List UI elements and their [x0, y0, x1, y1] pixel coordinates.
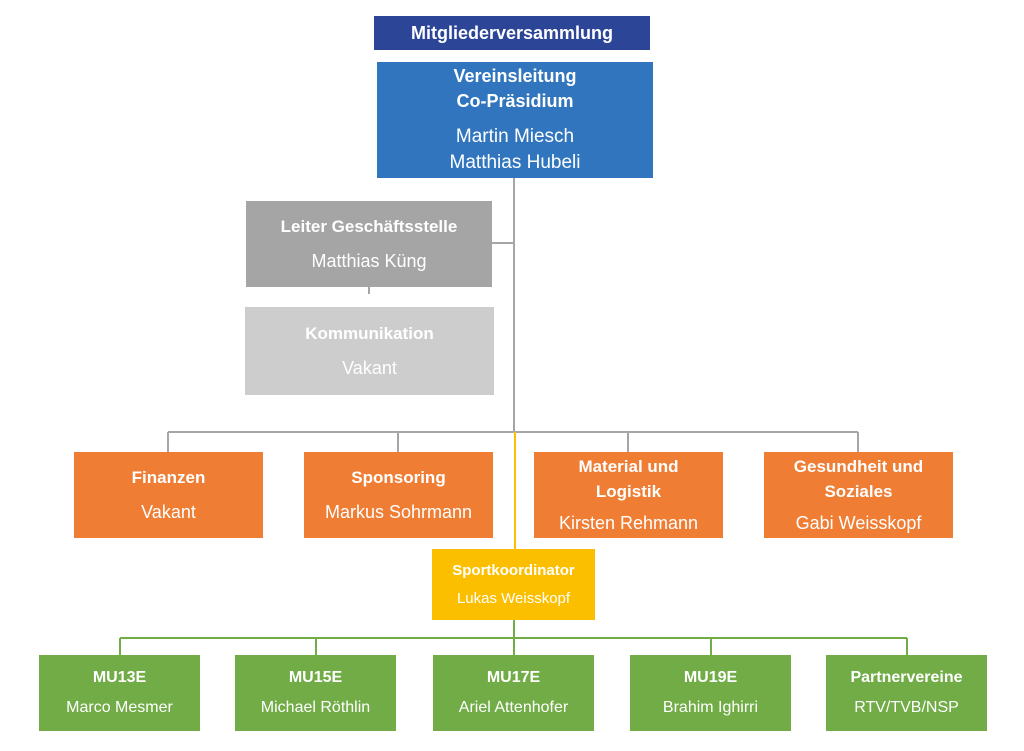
team-name: Marco Mesmer: [66, 699, 173, 716]
leadership-name-1: Martin Miesch: [455, 126, 575, 147]
department-title: Material und: [578, 457, 679, 476]
department-box-material: Material und Logistik Kirsten Rehmann: [534, 452, 723, 538]
team-name: Brahim Ighirri: [662, 699, 759, 716]
assembly-box: Mitgliederversammlung: [374, 16, 650, 50]
office-name: Matthias Küng: [311, 250, 427, 271]
team-box-mu19e: MU19E Brahim Ighirri: [630, 655, 791, 731]
communication-box: Kommunikation Vakant: [245, 307, 494, 395]
office-title: Leiter Geschäftsstelle: [280, 216, 458, 236]
coordinator-title: Sportkoordinator: [452, 561, 575, 579]
team-name: Ariel Attenhofer: [458, 699, 569, 716]
team-title: MU19E: [683, 669, 738, 686]
team-box-partnervereine: Partnervereine RTV/TVB/NSP: [826, 655, 987, 731]
department-title-line2: Logistik: [595, 482, 662, 501]
department-title: Finanzen: [131, 468, 206, 487]
assembly-title: Mitgliederversammlung: [410, 23, 614, 43]
department-name: Vakant: [141, 502, 196, 522]
team-title: Partnervereine: [850, 669, 963, 686]
leadership-box: Vereinsleitung Co-Präsidium Martin Miesc…: [377, 62, 653, 178]
coordinator-name: Lukas Weisskopf: [456, 589, 571, 607]
team-box-mu15e: MU15E Michael Röthlin: [235, 655, 396, 731]
communication-title: Kommunikation: [305, 323, 434, 343]
coordinator-box: Sportkoordinator Lukas Weisskopf: [432, 549, 595, 620]
department-title: Sponsoring: [351, 468, 446, 487]
department-name: Kirsten Rehmann: [558, 513, 699, 533]
team-title: MU15E: [288, 669, 343, 686]
team-name: Michael Röthlin: [260, 699, 371, 716]
department-box-finanzen: Finanzen Vakant: [74, 452, 263, 538]
department-box-gesundheit: Gesundheit und Soziales Gabi Weisskopf: [764, 452, 953, 538]
department-name: Markus Sohrmann: [324, 502, 473, 522]
leadership-name-2: Matthias Hubeli: [449, 152, 581, 173]
department-title: Gesundheit und: [793, 457, 924, 476]
communication-name: Vakant: [342, 357, 397, 378]
office-box: Leiter Geschäftsstelle Matthias Küng: [246, 201, 492, 287]
team-name: RTV/TVB/NSP: [854, 699, 959, 716]
leadership-subtitle: Co-Präsidium: [456, 91, 574, 111]
team-box-mu17e: MU17E Ariel Attenhofer: [433, 655, 594, 731]
department-title-line2: Soziales: [824, 482, 893, 501]
team-title: MU13E: [92, 669, 147, 686]
department-name: Gabi Weisskopf: [795, 513, 922, 533]
team-box-mu13e: MU13E Marco Mesmer: [39, 655, 200, 731]
team-title: MU17E: [486, 669, 541, 686]
leadership-title: Vereinsleitung: [453, 66, 577, 86]
department-box-sponsoring: Sponsoring Markus Sohrmann: [304, 452, 493, 538]
